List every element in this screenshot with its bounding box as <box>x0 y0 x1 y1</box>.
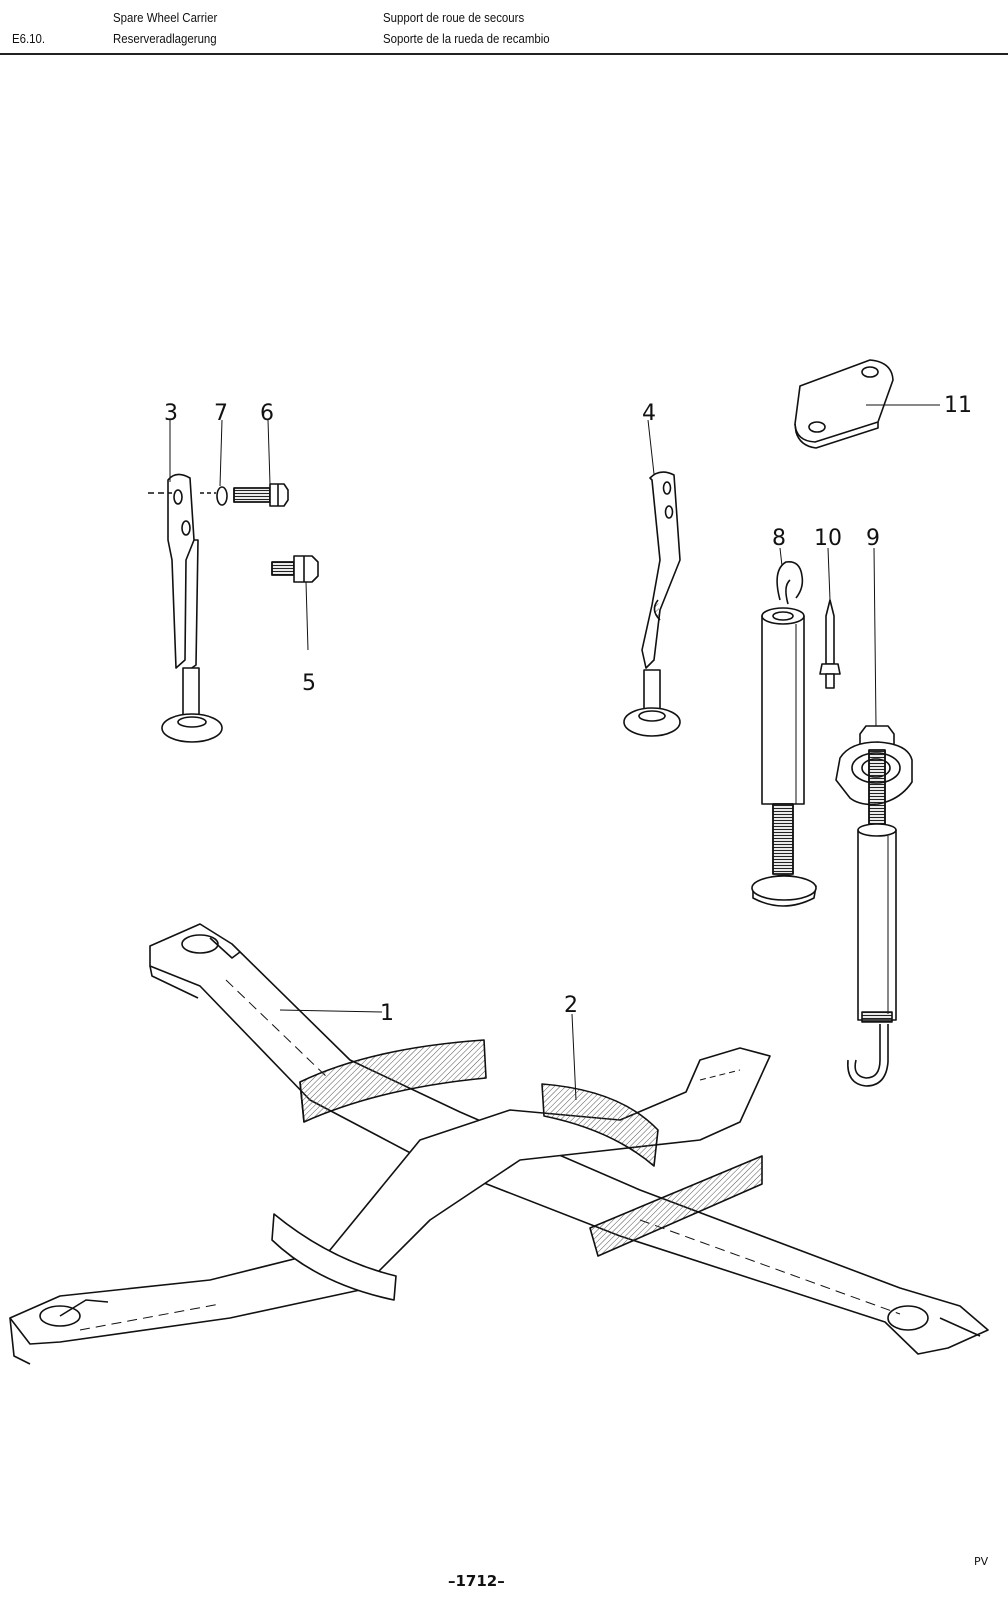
callout-3: 3 <box>164 401 178 426</box>
callout-6: 6 <box>260 401 274 426</box>
part-7-washer <box>200 486 228 506</box>
section-code: E6.10. <box>12 31 46 46</box>
part-6-bolt <box>233 483 289 507</box>
callout-5: 5 <box>302 671 316 696</box>
callout-8: 8 <box>772 526 786 551</box>
part-4-right-bracket <box>623 471 681 737</box>
title-german: Reserveradlagerung <box>113 31 217 46</box>
header-rule <box>0 53 1008 55</box>
callout-1: 1 <box>380 1001 394 1026</box>
part-5-bolt <box>271 555 319 651</box>
part-9-tensioner <box>835 725 913 1087</box>
part-1-carrier-frame <box>9 923 989 1365</box>
part-8-hook-support <box>751 560 817 907</box>
callout-4: 4 <box>642 401 656 426</box>
callout-7: 7 <box>214 401 228 426</box>
title-spanish: Soporte de la rueda de recambio <box>383 31 550 46</box>
page-number: –1712– <box>448 1572 505 1590</box>
title-french: Support de roue de secours <box>383 10 525 25</box>
callout-11: 11 <box>944 393 972 418</box>
title-english: Spare Wheel Carrier <box>113 10 218 25</box>
part-3-left-bracket <box>148 473 223 743</box>
callout-2: 2 <box>564 993 578 1018</box>
callout-9: 9 <box>866 526 880 551</box>
callout-10: 10 <box>814 526 842 551</box>
part-2-wheel-pads <box>271 1039 763 1301</box>
author-initials: PV <box>974 1555 989 1568</box>
part-10-pin <box>819 599 841 689</box>
callout-leaders <box>169 404 940 1101</box>
part-11-cover-plate <box>794 359 894 449</box>
